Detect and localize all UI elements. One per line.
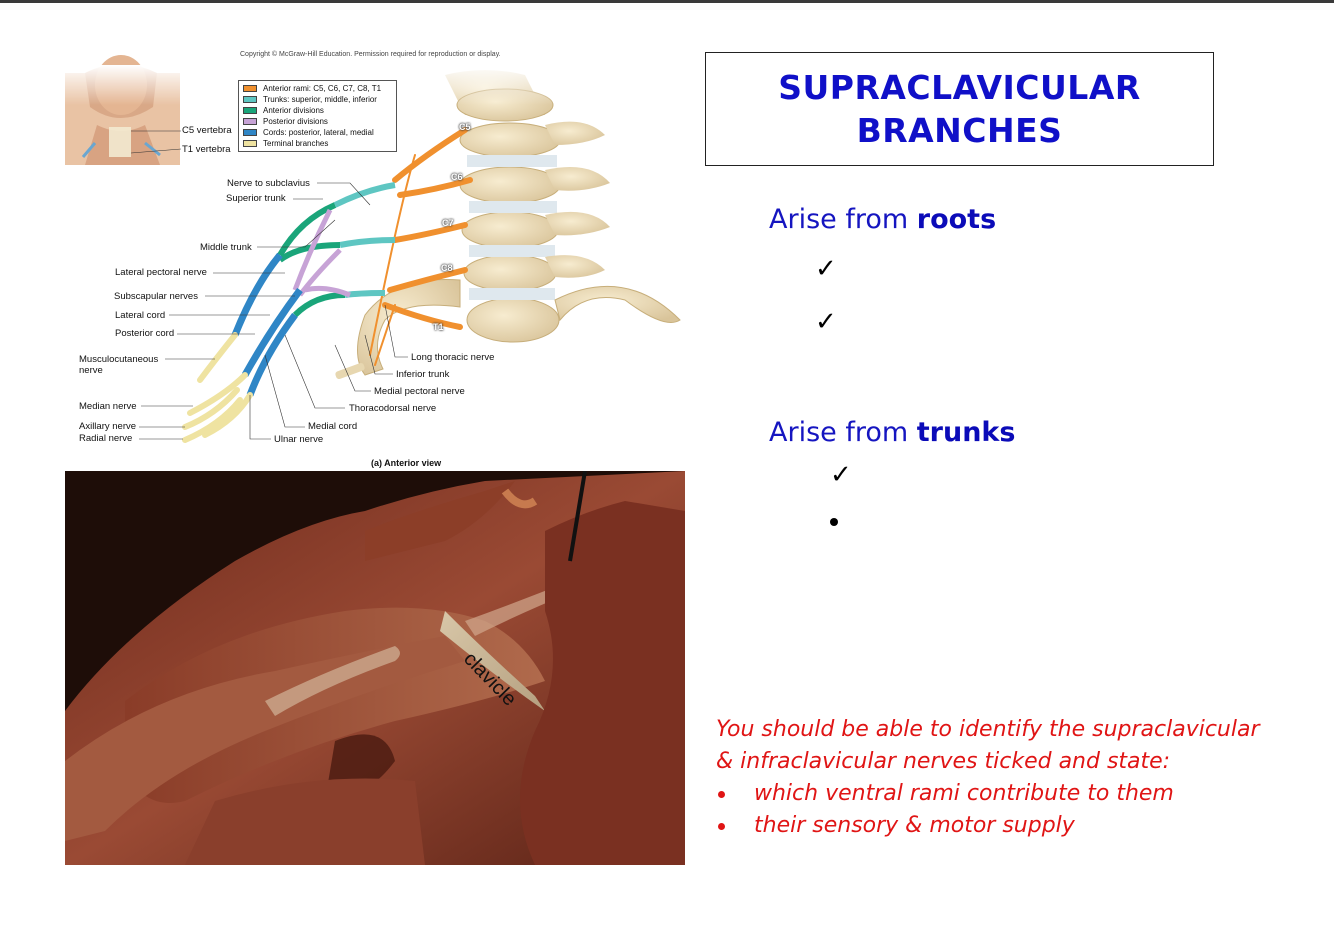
label-subscapular-nerves: Subscapular nerves: [114, 291, 198, 302]
heading-roots-prefix: Arise from: [769, 204, 917, 235]
title-box: SUPRACLAVICULAR BRANCHES: [705, 52, 1214, 166]
legend-swatch: [243, 129, 257, 136]
label-musculocutaneous-nerve-2: nerve: [79, 365, 103, 376]
red-bullet-icon: [718, 791, 725, 798]
heading-trunks-bold: trunks: [916, 417, 1016, 448]
legend-label: Trunks: superior, middle, inferior: [263, 95, 377, 104]
label-radial-nerve: Radial nerve: [79, 433, 133, 444]
label-middle-trunk: Middle trunk: [200, 242, 252, 253]
inset-label-c5: C5 vertebra: [182, 125, 232, 136]
red-bullet-icon: [718, 823, 725, 830]
legend-swatch: [243, 96, 257, 103]
legend-swatch: [243, 107, 257, 114]
posterior-divisions: [292, 208, 351, 298]
vertebra-label-t1: T1: [433, 322, 444, 332]
terminal-branches: [182, 332, 253, 443]
inset-label-t1: T1 vertebra: [182, 144, 231, 155]
leader-lines: [139, 182, 408, 440]
label-medial-cord: Medial cord: [308, 421, 358, 432]
legend-entry: Anterior rami: C5, C6, C7, C8, T1: [243, 83, 392, 94]
note-bullet-text: which ventral rami contribute to them: [754, 781, 1174, 806]
label-median-nerve: Median nerve: [79, 401, 137, 412]
label-posterior-cord: Posterior cord: [115, 328, 175, 339]
legend-entry: Posterior divisions: [243, 116, 392, 127]
check-icon: ✓: [815, 254, 837, 284]
legend-label: Anterior rami: C5, C6, C7, C8, T1: [263, 84, 382, 93]
label-lateral-pectoral-nerve: Lateral pectoral nerve: [115, 267, 207, 278]
note-line-2: & infraclavicular nerves ticked and stat…: [716, 749, 1171, 774]
dissection-photo: [65, 471, 685, 865]
brachial-plexus-diagram: Copyright © McGraw-Hill Education. Permi…: [65, 45, 685, 470]
note-bullet: their sensory & motor supply: [716, 810, 1316, 842]
legend-entry: Terminal branches: [243, 138, 392, 149]
label-medial-pectoral-nerve: Medial pectoral nerve: [374, 386, 465, 397]
legend-swatch: [243, 85, 257, 92]
label-nerve-to-subclavius: Nerve to subclavius: [227, 178, 310, 189]
anterior-rami: [369, 127, 473, 366]
label-ulnar-nerve: Ulnar nerve: [274, 434, 324, 445]
label-inferior-trunk: Inferior trunk: [396, 369, 450, 380]
check-icon: ✓: [815, 307, 837, 337]
slide-title-line-2: BRANCHES: [856, 111, 1063, 150]
note-bullet: which ventral rami contribute to them: [716, 778, 1316, 810]
cords: [231, 252, 303, 397]
legend-entry: Trunks: superior, middle, inferior: [243, 94, 392, 105]
copyright-notice: Copyright © McGraw-Hill Education. Permi…: [240, 51, 501, 58]
vertebra-label-c8: C8: [441, 263, 453, 273]
legend: Anterior rami: C5, C6, C7, C8, T1 Trunks:…: [238, 80, 397, 152]
plexus-illustration: [65, 55, 685, 443]
label-long-thoracic-nerve: Long thoracic nerve: [411, 352, 495, 363]
bullet-dot-icon: [830, 518, 838, 526]
vertebra-label-c6: C6: [451, 172, 463, 182]
heading-roots: Arise from roots: [769, 204, 996, 235]
slide-title-line-1: SUPRACLAVICULAR: [778, 68, 1141, 107]
vertebral-column: [65, 65, 685, 380]
label-thoracodorsal-nerve: Thoracodorsal nerve: [349, 403, 437, 414]
legend-label: Posterior divisions: [263, 117, 328, 126]
label-lateral-cord: Lateral cord: [115, 310, 166, 321]
vertebra-label-c5: C5: [459, 122, 471, 132]
heading-trunks-prefix: Arise from: [769, 417, 917, 448]
note-bullet-text: their sensory & motor supply: [754, 813, 1075, 838]
dissection-image: [65, 471, 685, 865]
legend-label: Terminal branches: [263, 139, 329, 148]
legend-label: Cords: posterior, lateral, medial: [263, 128, 374, 137]
legend-label: Anterior divisions: [263, 106, 324, 115]
label-axillary-nerve: Axillary nerve: [79, 421, 137, 432]
legend-entry: Anterior divisions: [243, 105, 392, 116]
anterior-divisions: [277, 202, 346, 318]
top-border: [0, 0, 1334, 3]
heading-roots-bold: roots: [916, 204, 997, 235]
heading-trunks: Arise from trunks: [769, 417, 1015, 448]
label-musculocutaneous-nerve: Musculocutaneous: [79, 354, 159, 365]
legend-swatch: [243, 140, 257, 147]
label-superior-trunk: Superior trunk: [226, 193, 286, 204]
note-line-1: You should be able to identify the supra…: [716, 717, 1260, 742]
vertebra-label-c7: C7: [442, 218, 454, 228]
learning-note: You should be able to identify the supra…: [716, 714, 1316, 842]
view-title: (a) Anterior view: [371, 458, 442, 468]
check-icon: ✓: [830, 460, 852, 490]
legend-swatch: [243, 118, 257, 125]
legend-entry: Cords: posterior, lateral, medial: [243, 127, 392, 138]
